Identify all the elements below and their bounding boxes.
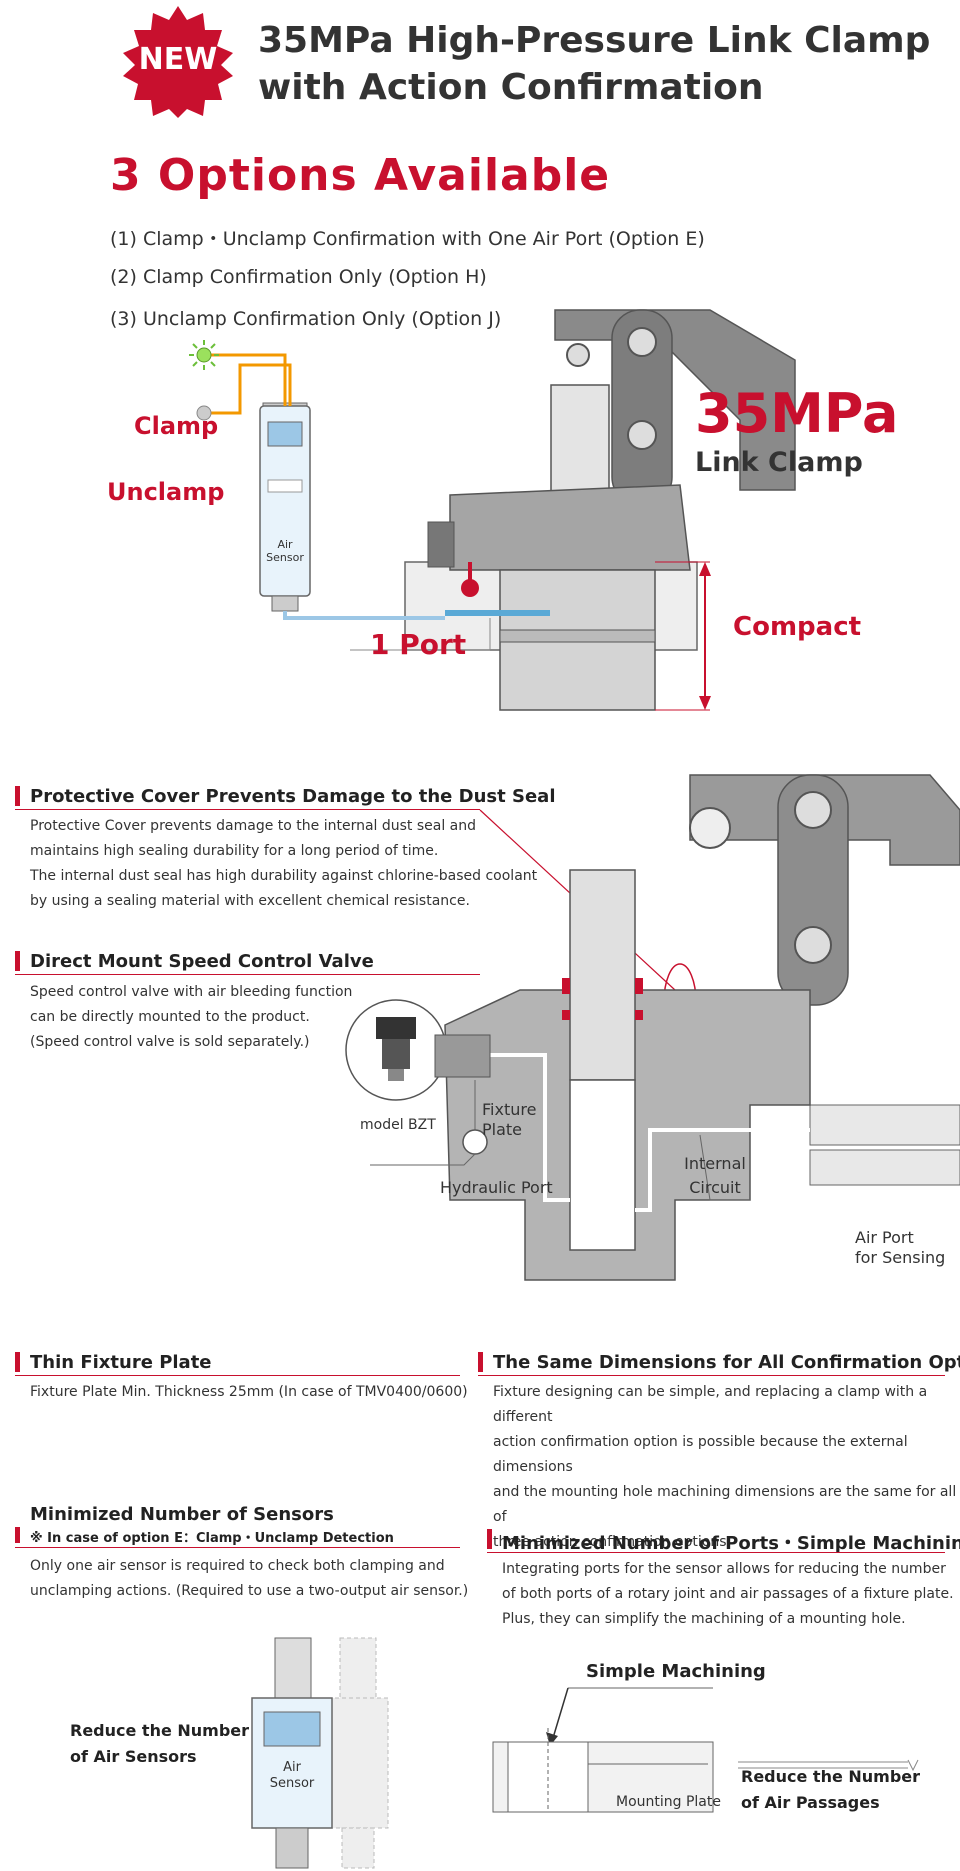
same-text: Fixture designing can be simple, and rep… <box>493 1384 957 1550</box>
mpa-label: 35MPa <box>695 382 899 445</box>
thin-title: Thin Fixture Plate <box>30 1352 212 1373</box>
ports-title: Minimized Number of Ports・Simple Machini… <box>502 1533 960 1554</box>
thin-text: Fixture Plate Min. Thickness 25mm (In ca… <box>30 1384 468 1400</box>
page-title-line1: 35MPa High-Pressure Link Clamp <box>258 20 931 61</box>
simple-machining-label: Simple Machining <box>586 1661 766 1682</box>
machining-illustration <box>492 1687 919 1813</box>
option-3: (3) Unclamp Confirmation Only (Option J) <box>110 308 502 330</box>
mounting-plate-label: Mounting Plate <box>616 1794 721 1810</box>
unclamp-label: Unclamp <box>107 478 225 506</box>
sensors-text: Only one air sensor is required to check… <box>30 1558 469 1599</box>
protective-title: Protective Cover Prevents Damage to the … <box>30 786 556 807</box>
ports-text: Integrating ports for the sensor allows … <box>502 1561 954 1627</box>
cutaway-diagram <box>345 774 960 1281</box>
options-heading: 3 Options Available <box>110 150 611 201</box>
same-title: The Same Dimensions for All Confirmation… <box>493 1352 960 1373</box>
valve-title: Direct Mount Speed Control Valve <box>30 951 374 972</box>
new-badge: NEW <box>138 42 218 77</box>
link-clamp-label: Link Clamp <box>695 447 863 478</box>
hydraulic-port-label: Hydraulic Port <box>440 1178 553 1197</box>
hero-clamp-illustration <box>189 309 796 711</box>
protective-text: Protective Cover prevents damage to the … <box>30 818 538 909</box>
option-1: (1) Clamp・Unclamp Confirmation with One … <box>110 228 705 250</box>
compact-label: Compact <box>733 612 862 642</box>
model-bzt-label: model BZT <box>360 1117 436 1133</box>
valve-text: Speed control valve with air bleeding fu… <box>30 984 353 1050</box>
clamp-label: Clamp <box>134 412 219 440</box>
sensor-comparison-illustration <box>251 1637 389 1869</box>
sensors-title: Minimized Number of Sensors <box>30 1504 334 1525</box>
option-2: (2) Clamp Confirmation Only (Option H) <box>110 266 487 288</box>
new-badge-icon <box>123 6 233 118</box>
sensors-note: ※ In case of option E：Clamp・Unclamp Dete… <box>30 1531 394 1546</box>
page-title-line2: with Action Confirmation <box>258 67 764 108</box>
port-label: 1 Port <box>370 628 467 661</box>
